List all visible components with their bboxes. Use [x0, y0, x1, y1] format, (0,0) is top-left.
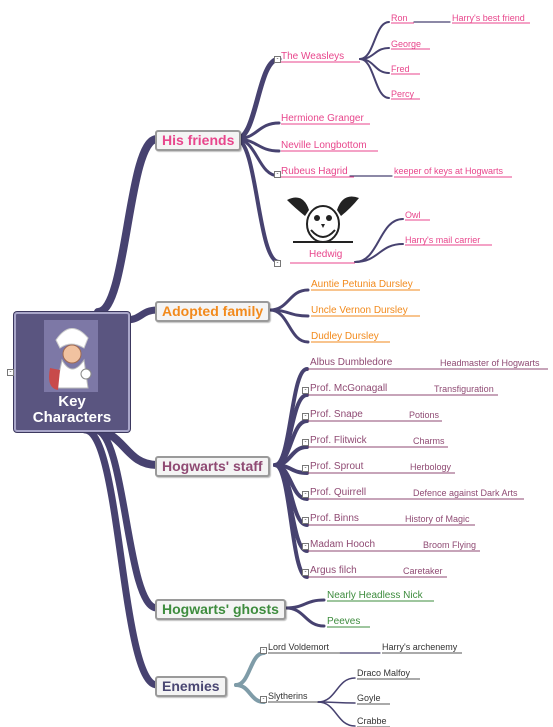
collapse-staff-mcgonagall-icon[interactable]: -	[302, 387, 309, 394]
link-friends-hedwig	[234, 137, 281, 264]
collapse-staff-hooch-icon[interactable]: -	[302, 543, 309, 550]
note-staff-hooch[interactable]: Broom Flying	[423, 540, 477, 550]
branch-hogwarts-ghosts[interactable]: Hogwarts' ghosts	[155, 599, 286, 620]
central-topic-key-characters[interactable]: Key Characters	[14, 312, 130, 432]
note-staff-flitwick[interactable]: Charms	[413, 436, 445, 446]
branch-enemies[interactable]: Enemies	[155, 676, 227, 697]
node-hermione[interactable]: Hermione Granger	[281, 113, 364, 124]
link-family-0	[268, 288, 310, 312]
collapse-staff-filch-icon[interactable]: -	[302, 569, 309, 576]
collapse-staff-binns-icon[interactable]: -	[302, 517, 309, 524]
note-staff-mcgonagall[interactable]: Transfiguration	[434, 384, 494, 394]
link-family-2	[268, 308, 310, 344]
node-staff-binns[interactable]: Prof. Binns	[310, 513, 359, 524]
node-the-weasleys[interactable]: The Weasleys	[281, 51, 345, 62]
node-ron[interactable]: Ron	[391, 13, 408, 23]
collapse-weasleys-icon[interactable]: -	[274, 56, 281, 63]
note-staff-dumbledore[interactable]: Headmaster of Hogwarts	[440, 358, 540, 368]
link-ghosts-peeves	[284, 606, 326, 628]
note-hagrid[interactable]: keeper of keys at Hogwarts	[394, 166, 504, 176]
central-title-line-1: Key	[58, 393, 86, 410]
collapse-staff-sprout-icon[interactable]: -	[302, 465, 309, 472]
node-hagrid[interactable]: Rubeus Hagrid	[281, 166, 348, 177]
node-petunia[interactable]: Auntie Petunia Dursley	[311, 279, 413, 290]
node-lord-voldemort[interactable]: Lord Voldemort	[268, 642, 330, 652]
note-mail-carrier[interactable]: Harry's mail carrier	[405, 235, 481, 245]
node-hedwig[interactable]: Hedwig	[309, 249, 343, 260]
node-slytherins[interactable]: Slytherins	[268, 691, 308, 701]
node-staff-snape[interactable]: Prof. Snape	[310, 409, 363, 420]
node-staff-sprout[interactable]: Prof. Sprout	[310, 461, 364, 472]
link-slytherin-2	[317, 701, 356, 727]
collapse-hedwig-icon[interactable]: -	[274, 260, 281, 267]
node-draco-malfoy[interactable]: Draco Malfoy	[357, 668, 411, 678]
link-staff-3	[273, 445, 309, 467]
note-owl[interactable]: Owl	[405, 210, 421, 220]
central-topic-title: Key Characters	[16, 394, 128, 426]
node-nearly-headless-nick[interactable]: Nearly Headless Nick	[327, 590, 423, 601]
link-ghosts-nick	[284, 598, 326, 610]
link-hedwig-mail	[354, 243, 404, 263]
node-vernon[interactable]: Uncle Vernon Dursley	[311, 305, 408, 316]
collapse-voldemort-icon[interactable]: -	[260, 647, 267, 654]
link-slytherin-0	[317, 677, 356, 703]
note-staff-quirrell[interactable]: Defence against Dark Arts	[413, 488, 518, 498]
node-staff-quirrell[interactable]: Prof. Quirrell	[310, 487, 367, 498]
collapse-hagrid-icon[interactable]: -	[274, 171, 281, 178]
branch-adopted-family[interactable]: Adopted family	[155, 301, 271, 322]
node-staff-mcgonagall[interactable]: Prof. McGonagall	[310, 383, 388, 394]
collapse-slytherins-icon[interactable]: -	[260, 696, 267, 703]
node-staff-dumbledore[interactable]: Albus Dumbledore	[310, 357, 393, 368]
note-staff-binns[interactable]: History of Magic	[405, 514, 470, 524]
collapse-toggle-icon[interactable]: -	[7, 369, 14, 376]
note-staff-sprout[interactable]: Herbology	[410, 462, 452, 472]
link-enemies-voldemort	[234, 651, 266, 687]
node-staff-filch[interactable]: Argus filch	[310, 565, 357, 576]
branch-his-friends[interactable]: His friends	[155, 130, 242, 151]
node-dudley[interactable]: Dudley Dursley	[311, 331, 379, 342]
node-percy[interactable]: Percy	[391, 89, 415, 99]
link-center-friends	[94, 135, 161, 316]
branch-hogwarts-staff[interactable]: Hogwarts' staff	[155, 456, 270, 477]
collapse-staff-quirrell-icon[interactable]: -	[302, 491, 309, 498]
link-center-ghosts	[91, 426, 161, 612]
collapse-staff-flitwick-icon[interactable]: -	[302, 439, 309, 446]
link-weasley-3	[359, 58, 390, 99]
link-center-enemies	[81, 426, 161, 689]
node-george[interactable]: George	[391, 39, 422, 49]
note-ron[interactable]: Harry's best friend	[452, 13, 525, 23]
node-crabbe[interactable]: Crabbe	[357, 716, 387, 726]
node-fred[interactable]: Fred	[391, 64, 410, 74]
node-goyle[interactable]: Goyle	[357, 693, 381, 703]
node-neville[interactable]: Neville Longbottom	[281, 140, 367, 151]
node-staff-flitwick[interactable]: Prof. Flitwick	[310, 435, 367, 446]
link-center-family	[122, 306, 161, 324]
wizard-illustration-icon	[44, 320, 98, 392]
link-friends-weasleys	[233, 56, 282, 142]
owl-illustration-icon	[287, 196, 359, 243]
central-title-line-2: Characters	[32, 409, 112, 426]
node-peeves[interactable]: Peeves	[327, 616, 361, 627]
note-staff-filch[interactable]: Caretaker	[403, 566, 443, 576]
collapse-staff-snape-icon[interactable]: -	[302, 413, 309, 420]
node-staff-hooch[interactable]: Madam Hooch	[310, 539, 376, 550]
note-staff-snape[interactable]: Potions	[409, 410, 440, 420]
note-archenemy[interactable]: Harry's archenemy	[382, 642, 458, 652]
